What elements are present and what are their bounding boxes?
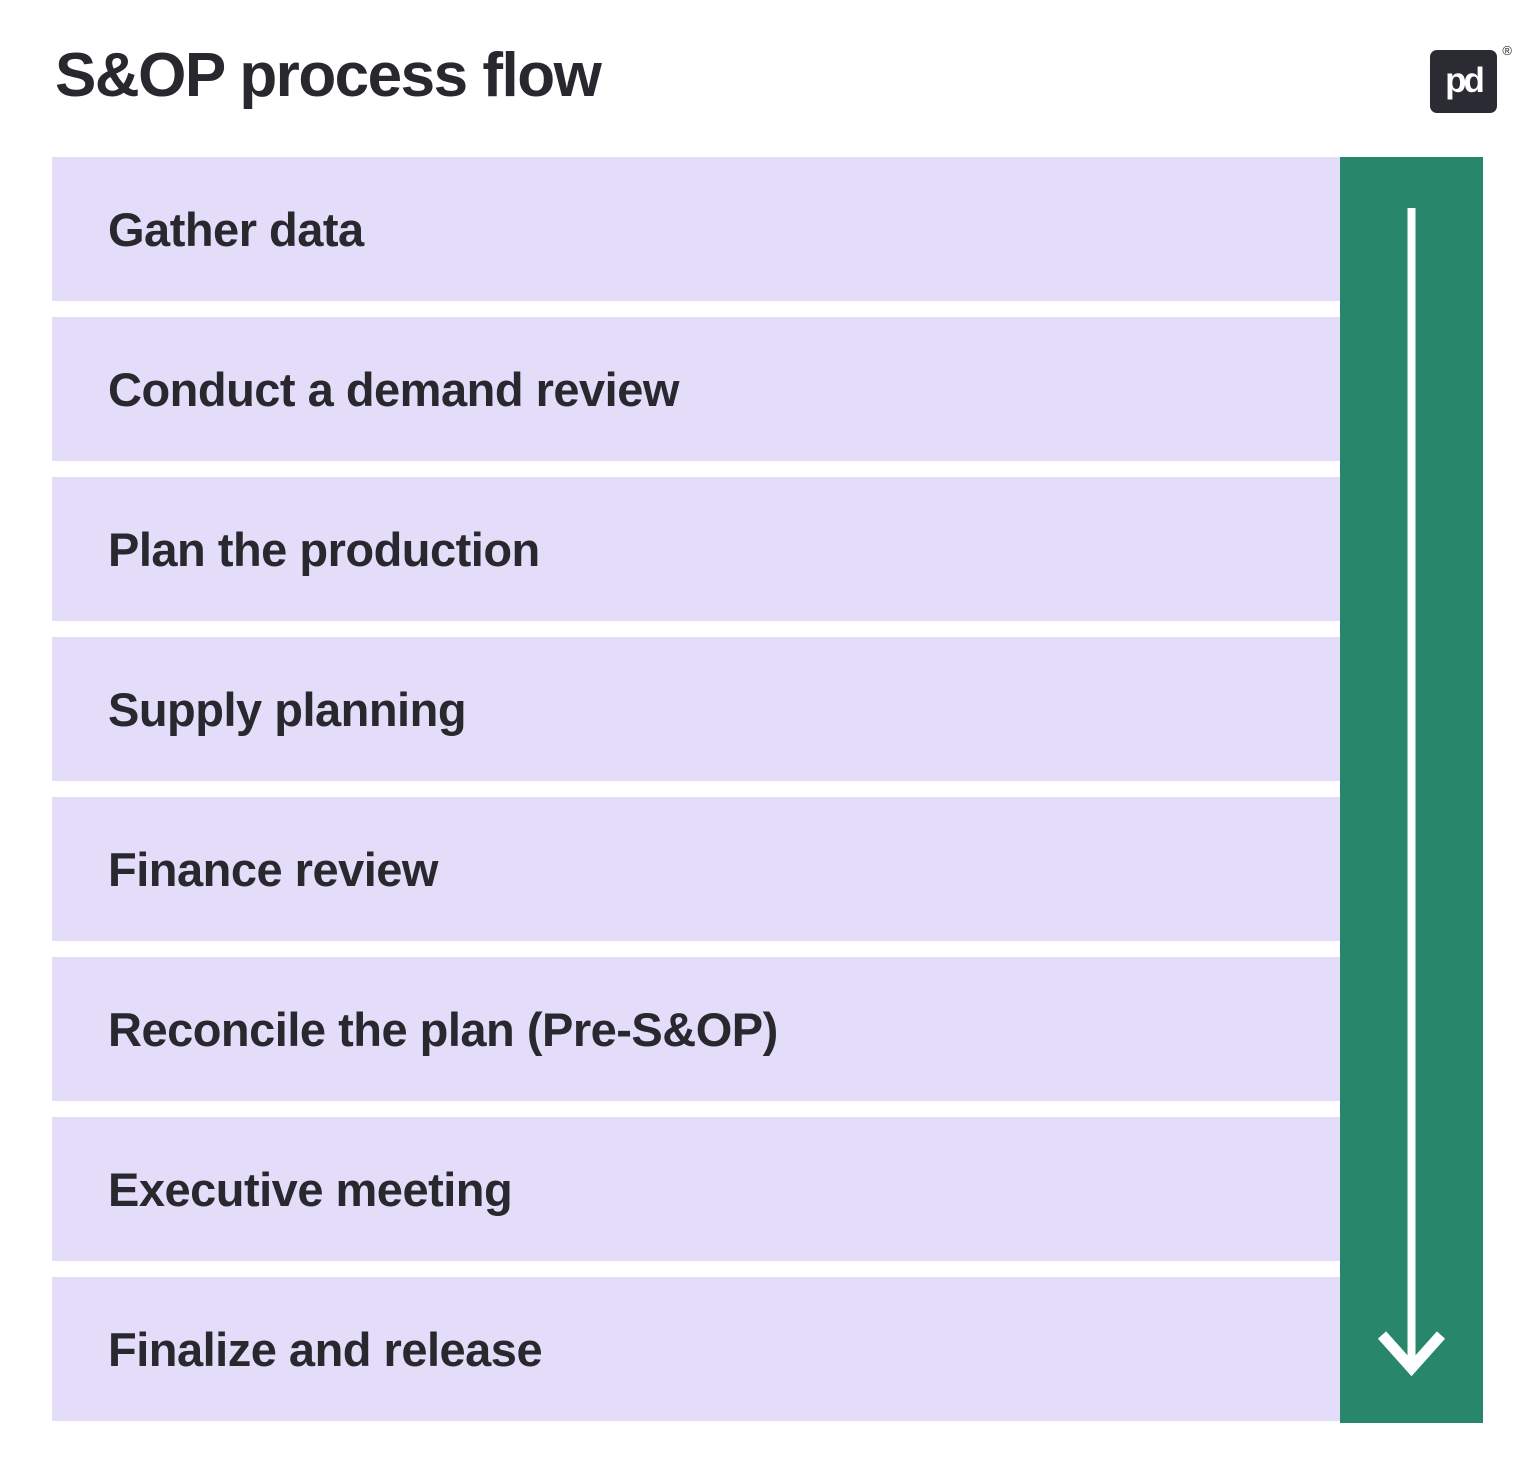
- pandadoc-logo-text: pd: [1445, 60, 1485, 100]
- step-bar-reconcile-plan: Reconcile the plan (Pre-S&OP): [52, 957, 1340, 1101]
- step-label: Gather data: [108, 202, 364, 256]
- step-label: Finalize and release: [108, 1322, 543, 1376]
- step-bar-supply-planning: Supply planning: [52, 637, 1340, 781]
- process-steps-list: Gather data Conduct a demand review Plan…: [52, 157, 1340, 1421]
- step-bar-finalize-release: Finalize and release: [52, 1277, 1340, 1421]
- step-bar-finance-review: Finance review: [52, 797, 1340, 941]
- down-arrow-icon: [1377, 208, 1446, 1377]
- registered-trademark-symbol: ®: [1502, 43, 1512, 58]
- step-label: Reconcile the plan (Pre-S&OP): [108, 1002, 778, 1056]
- step-bar-plan-production: Plan the production: [52, 477, 1340, 621]
- step-label: Executive meeting: [108, 1162, 513, 1216]
- step-bar-demand-review: Conduct a demand review: [52, 317, 1340, 461]
- flow-direction-bar: [1340, 157, 1483, 1423]
- step-bar-gather-data: Gather data: [52, 157, 1340, 301]
- step-label: Plan the production: [108, 522, 540, 576]
- step-bar-executive-meeting: Executive meeting: [52, 1117, 1340, 1261]
- step-label: Conduct a demand review: [108, 362, 679, 416]
- pandadoc-logo: pd ®: [1430, 43, 1512, 113]
- step-label: Finance review: [108, 842, 439, 896]
- step-label: Supply planning: [108, 682, 467, 736]
- page-title: S&OP process flow: [55, 41, 602, 110]
